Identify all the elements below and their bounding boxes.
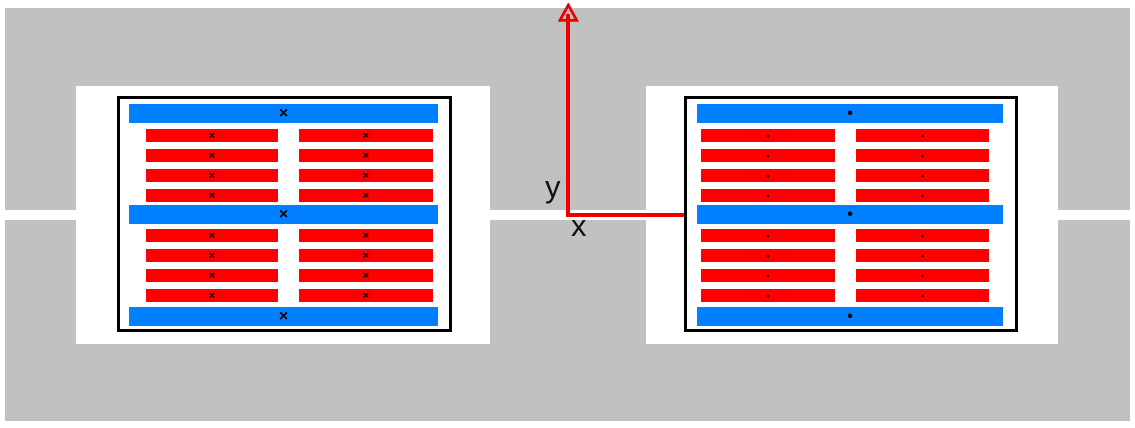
y-axis-arrowhead xyxy=(558,3,579,22)
red-conductor-bar: • xyxy=(856,289,989,302)
red-conductor-bar: × xyxy=(146,269,278,282)
blue-bus-bar: × xyxy=(129,104,438,123)
red-conductor-bar: • xyxy=(701,289,835,302)
blue-bus-bar: × xyxy=(129,307,438,326)
red-conductor-bar: • xyxy=(701,249,835,262)
red-conductor-bar: • xyxy=(856,149,989,162)
blue-bus-bar: × xyxy=(129,205,438,224)
y-axis-label: y xyxy=(545,169,561,204)
red-conductor-bar: × xyxy=(146,189,278,202)
red-conductor-bar: × xyxy=(299,249,433,262)
red-conductor-bar: • xyxy=(701,229,835,242)
red-conductor-bar: × xyxy=(299,289,433,302)
red-conductor-bar: × xyxy=(146,289,278,302)
red-conductor-bar: • xyxy=(701,169,835,182)
red-conductor-bar: • xyxy=(701,189,835,202)
red-conductor-bar: • xyxy=(856,249,989,262)
red-conductor-bar: • xyxy=(701,149,835,162)
red-conductor-bar: × xyxy=(299,149,433,162)
left-coil-assembly-box: × × × × × × × × × × × × × × × × × × × xyxy=(117,96,452,332)
blue-bus-bar: • xyxy=(697,205,1003,224)
red-conductor-bar: × xyxy=(299,189,433,202)
red-conductor-bar: • xyxy=(701,129,835,142)
red-conductor-bar: × xyxy=(146,169,278,182)
blue-bus-bar: • xyxy=(697,307,1003,326)
red-conductor-bar: • xyxy=(856,189,989,202)
red-conductor-bar: • xyxy=(701,269,835,282)
red-conductor-bar: • xyxy=(856,129,989,142)
red-conductor-bar: • xyxy=(856,269,989,282)
y-axis-line xyxy=(566,14,570,217)
red-conductor-bar: × xyxy=(299,269,433,282)
red-conductor-bar: × xyxy=(146,129,278,142)
red-conductor-bar: • xyxy=(856,229,989,242)
red-conductor-bar: • xyxy=(856,169,989,182)
red-conductor-bar: × xyxy=(146,149,278,162)
red-conductor-bar: × xyxy=(299,229,433,242)
red-conductor-bar: × xyxy=(146,249,278,262)
x-axis-line xyxy=(566,213,700,217)
red-conductor-bar: × xyxy=(146,229,278,242)
right-coil-assembly-box: • • • • • • • • • • • • • • • • • • • xyxy=(684,96,1018,332)
blue-bus-bar: • xyxy=(697,104,1003,123)
x-axis-label: x xyxy=(571,208,587,243)
red-conductor-bar: × xyxy=(299,169,433,182)
red-conductor-bar: × xyxy=(299,129,433,142)
